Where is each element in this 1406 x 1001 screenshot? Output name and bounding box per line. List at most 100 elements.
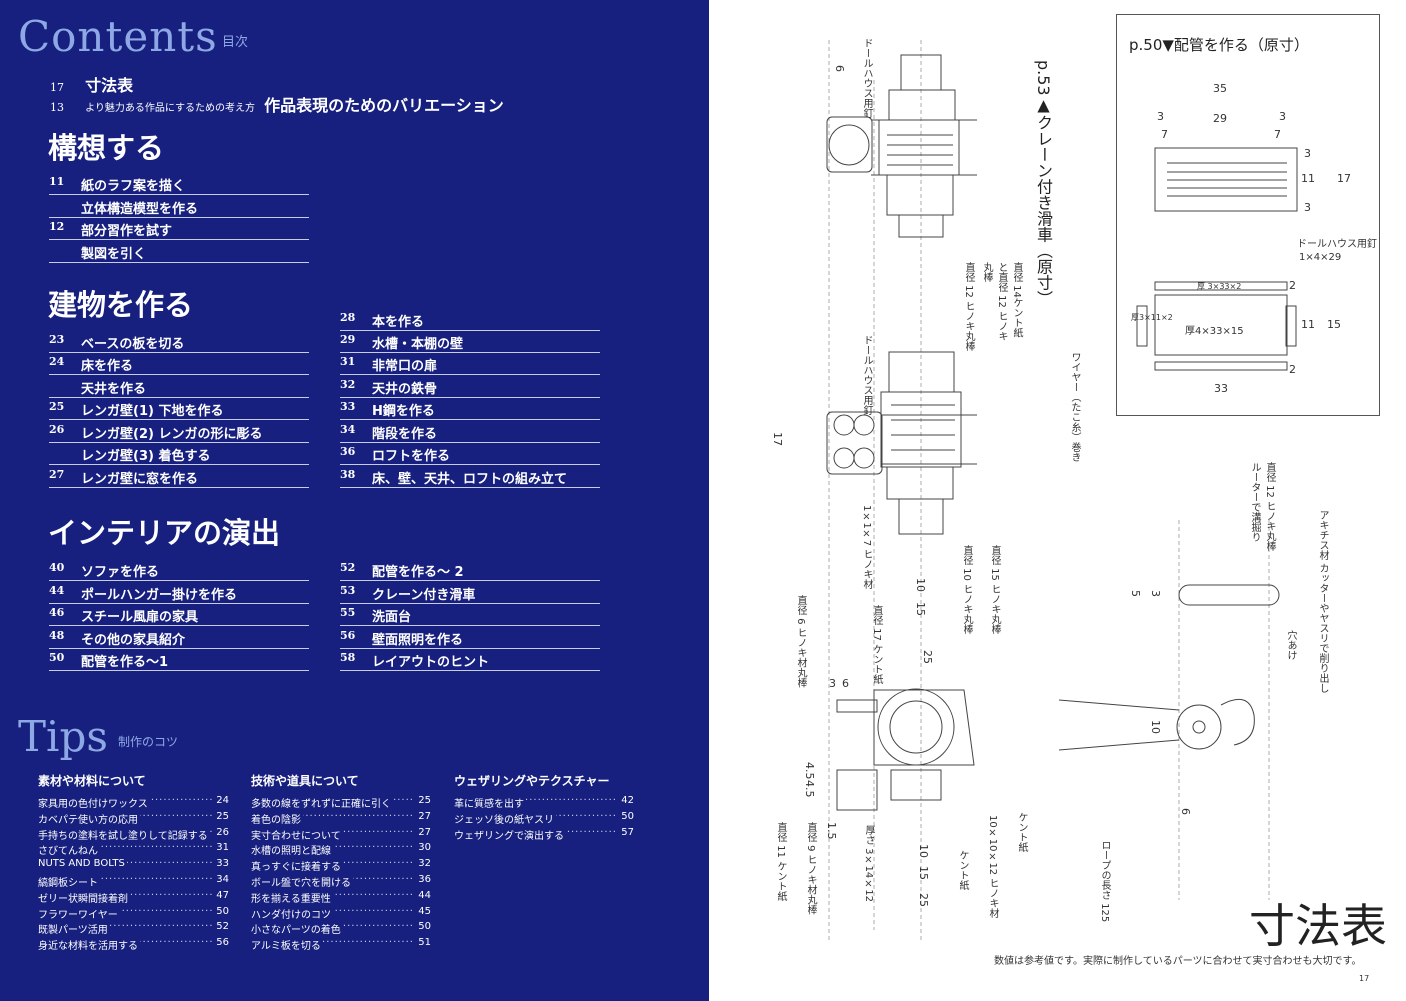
contents-subtitle: 目次 bbox=[222, 35, 249, 50]
dim-label: 6 bbox=[842, 677, 849, 690]
tip-item[interactable]: ········································… bbox=[251, 810, 431, 826]
dim-label: 25 bbox=[921, 650, 934, 664]
drawing-label: 厚さ 3×14×12 bbox=[863, 825, 874, 902]
tip-item[interactable]: ········································… bbox=[454, 795, 634, 810]
tip-item[interactable]: ········································… bbox=[38, 842, 229, 858]
leader-dots: ········································… bbox=[454, 795, 618, 806]
drawing-label: 直径 14ケント紙と直径 12 ヒノキ丸棒 bbox=[981, 262, 1022, 342]
drawing-label: 直径 9 ヒノキ材丸棒 bbox=[805, 822, 816, 915]
top-item[interactable]: 17 寸法表 bbox=[50, 76, 134, 95]
tip-label: 小さなパーツの着色 bbox=[251, 921, 343, 937]
tip-page: 50 bbox=[621, 810, 634, 822]
tip-item[interactable]: ········································… bbox=[251, 921, 431, 937]
list-item[interactable]: 天井を作る bbox=[49, 375, 309, 398]
tip-page: 52 bbox=[216, 921, 229, 933]
tips-column-heading: 技術や道具について bbox=[251, 774, 359, 788]
dim-label: 33 bbox=[1214, 382, 1228, 395]
box-label: 厚 3×33×2 bbox=[1197, 282, 1242, 291]
tip-page: 44 bbox=[418, 889, 431, 901]
tip-item[interactable]: ········································… bbox=[251, 937, 431, 953]
dim-label: 10 bbox=[917, 844, 930, 858]
tip-page: 25 bbox=[216, 810, 229, 822]
tip-page: 56 bbox=[216, 937, 229, 949]
tip-item[interactable]: ········································… bbox=[38, 795, 229, 810]
box-label: ドールハウス用釘 bbox=[1297, 239, 1377, 250]
tip-item[interactable]: ········································… bbox=[251, 795, 431, 810]
tip-item[interactable]: ········································… bbox=[38, 921, 229, 937]
tip-item[interactable]: ········································… bbox=[38, 858, 229, 872]
tips-title: Tips bbox=[18, 712, 108, 761]
dim-label: 2 bbox=[1289, 279, 1296, 292]
tip-item[interactable]: ········································… bbox=[38, 905, 229, 921]
drawing-label: 穴あけ bbox=[1285, 630, 1296, 660]
list-item[interactable]: 製図を引く bbox=[49, 240, 309, 263]
tip-item[interactable]: ········································… bbox=[38, 826, 229, 842]
tip-page: 50 bbox=[418, 921, 431, 933]
tip-label: ゼリー状瞬間接着剤 bbox=[38, 889, 130, 905]
drawing-label: 直径 12 ヒノキ丸棒 bbox=[963, 262, 974, 352]
list-item[interactable]: 立体構造模型を作る bbox=[49, 195, 309, 218]
tip-label: 形を揃える重要性 bbox=[251, 889, 333, 905]
top-item[interactable]: 13 より魅力ある作品にするための考え方 作品表現のためのバリエーション bbox=[50, 96, 504, 115]
tip-item[interactable]: ········································… bbox=[251, 858, 431, 874]
drawing-label: ロープの長さ 125 bbox=[1099, 840, 1110, 923]
dim-label: 11 bbox=[1301, 318, 1315, 331]
dim-label: 4.5 bbox=[803, 780, 816, 798]
tip-label: フラワーワイヤー bbox=[38, 905, 120, 921]
dim-label: 6 bbox=[833, 65, 846, 72]
tips-subtitle: 制作のコツ bbox=[118, 735, 179, 749]
list-item[interactable]: レンガ壁(3) 着色する bbox=[49, 442, 309, 465]
dim-label: 15 bbox=[1327, 318, 1341, 331]
dim-label: 15 bbox=[914, 602, 927, 616]
tip-item[interactable]: ········································… bbox=[38, 874, 229, 889]
dim-label: 29 bbox=[1213, 112, 1227, 125]
tip-page: 30 bbox=[418, 842, 431, 854]
tip-item[interactable]: ········································… bbox=[251, 889, 431, 905]
tip-page: 57 bbox=[621, 826, 634, 838]
dim-label: 5 bbox=[1129, 590, 1142, 597]
dim-label: 10 bbox=[1149, 720, 1162, 734]
drawing-label: ドールハウス用釘 bbox=[861, 38, 872, 118]
leader-dots: ········································… bbox=[38, 921, 213, 933]
tip-item[interactable]: ········································… bbox=[454, 810, 634, 826]
tip-label: ウェザリングで演出する bbox=[454, 826, 566, 842]
tip-item[interactable]: ········································… bbox=[251, 842, 431, 858]
tip-item[interactable]: ········································… bbox=[251, 826, 431, 842]
tip-item[interactable]: ········································… bbox=[38, 810, 229, 826]
tip-page: 45 bbox=[418, 905, 431, 917]
tip-item[interactable]: ········································… bbox=[38, 889, 229, 905]
tip-item[interactable]: ········································… bbox=[251, 905, 431, 921]
contents-title: Contents bbox=[18, 12, 218, 61]
drawing-label: ワイヤー（たこ糸）巻き bbox=[1069, 352, 1080, 462]
tip-label: 既製パーツ活用 bbox=[38, 921, 110, 937]
tip-item[interactable]: ········································… bbox=[38, 937, 229, 953]
tip-item[interactable]: ········································… bbox=[454, 826, 634, 842]
drawing-label: アキチス材 カッターやヤスリで削り出し bbox=[1317, 510, 1328, 694]
tip-item[interactable]: ········································… bbox=[251, 874, 431, 889]
